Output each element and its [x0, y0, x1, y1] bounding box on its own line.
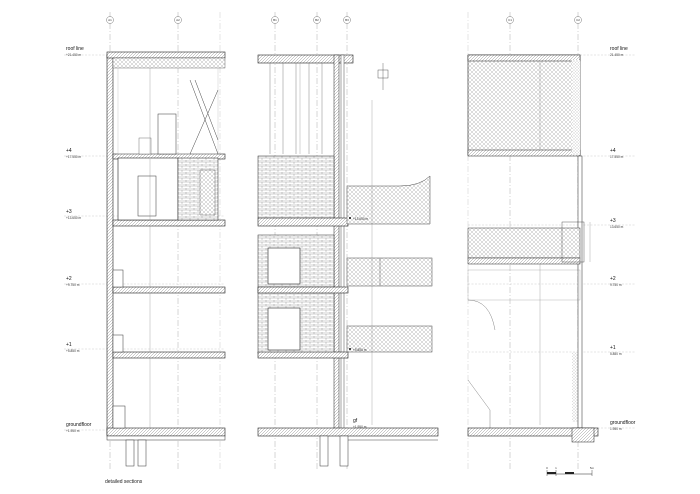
level-3-c: +3 13.650 m: [610, 218, 624, 229]
scale-tick-0: 0: [546, 466, 548, 470]
svg-text:9.750 m: 9.750 m: [610, 283, 622, 287]
level-roof-line-a: roof line +21.450 m: [66, 46, 84, 57]
svg-text:+21.450 m: +21.450 m: [66, 53, 81, 57]
level-groundfloor-a: groundfloor +1.950 m: [66, 422, 92, 433]
svg-text:groundfloor: groundfloor: [610, 420, 636, 426]
level-mark-b-1: +5.850 m: [349, 348, 367, 352]
level-mark-b-gf: gf +1.950 m: [353, 418, 367, 429]
svg-text:B3: B3: [345, 18, 349, 22]
svg-text:+2: +2: [610, 276, 616, 282]
svg-text:roof line: roof line: [610, 46, 628, 52]
svg-text:13.650 m: 13.650 m: [610, 225, 624, 229]
level-mark-b-3: +13.650 m: [349, 217, 368, 221]
section-c: C1 C2: [467, 12, 636, 470]
svg-text:C2: C2: [576, 18, 580, 22]
level-1-a: +1 +5.850 m: [66, 342, 80, 353]
level-2-c: +2 9.750 m: [610, 276, 622, 287]
svg-text:21.450 m: 21.450 m: [610, 53, 624, 57]
svg-text:roof line: roof line: [66, 46, 84, 52]
svg-text:B1: B1: [273, 18, 277, 22]
svg-text:+3: +3: [66, 209, 72, 215]
grid-bubble-a1: A1: [106, 16, 114, 24]
level-2-a: +2 +9.750 m: [66, 276, 80, 287]
grid-bubble-c1: C1: [506, 16, 514, 24]
svg-text:+13.650 m: +13.650 m: [66, 216, 81, 220]
level-4-c: +4 17.550 m: [610, 148, 624, 159]
svg-text:+5.850 m: +5.850 m: [66, 349, 80, 353]
svg-text:+9.750 m: +9.750 m: [66, 283, 80, 287]
section-b: B1 B2 B3: [257, 12, 439, 470]
grid-bubble-b3: B3: [343, 16, 351, 24]
svg-text:+5.850 m: +5.850 m: [353, 348, 367, 352]
level-1-c: +1 5.850 m: [610, 345, 622, 356]
svg-text:B2: B2: [315, 18, 319, 22]
caption: detailed sections: [105, 479, 143, 485]
svg-text:+1: +1: [66, 342, 72, 348]
svg-text:A2: A2: [176, 18, 180, 22]
svg-text:17.550 m: 17.550 m: [610, 155, 624, 159]
grid-bubble-b1: B1: [271, 16, 279, 24]
svg-text:1.950 m: 1.950 m: [610, 427, 622, 431]
svg-text:+3: +3: [610, 218, 616, 224]
svg-text:A1: A1: [108, 18, 112, 22]
svg-text:+1.950 m: +1.950 m: [353, 425, 367, 429]
svg-text:+4: +4: [610, 148, 616, 154]
scale-bar: 0 1 5m: [546, 466, 595, 476]
scale-tick-1: 1: [555, 466, 557, 470]
svg-text:C1: C1: [508, 18, 512, 22]
grid-bubble-c2: C2: [574, 16, 582, 24]
svg-text:+4: +4: [66, 148, 72, 154]
svg-text:+13.650 m: +13.650 m: [353, 217, 368, 221]
svg-text:+1: +1: [610, 345, 616, 351]
section-a: A1 A2 roof line +21.450 m +4 +17.550 m +…: [64, 12, 226, 485]
level-4-a: +4 +17.550 m: [66, 148, 81, 159]
svg-text:+1.950 m: +1.950 m: [66, 429, 80, 433]
grid-bubble-a2: A2: [174, 16, 182, 24]
svg-text:groundfloor: groundfloor: [66, 422, 92, 428]
svg-text:+2: +2: [66, 276, 72, 282]
svg-text:5.850 m: 5.850 m: [610, 352, 622, 356]
level-groundfloor-c: groundfloor 1.950 m: [610, 420, 636, 431]
svg-text:+17.550 m: +17.550 m: [66, 155, 81, 159]
level-3-a: +3 +13.650 m: [66, 209, 81, 220]
scale-tick-5m: 5m: [590, 466, 595, 470]
grid-bubble-b2: B2: [313, 16, 321, 24]
svg-text:gf: gf: [353, 418, 358, 424]
level-roof-line-c: roof line 21.450 m: [610, 46, 628, 57]
